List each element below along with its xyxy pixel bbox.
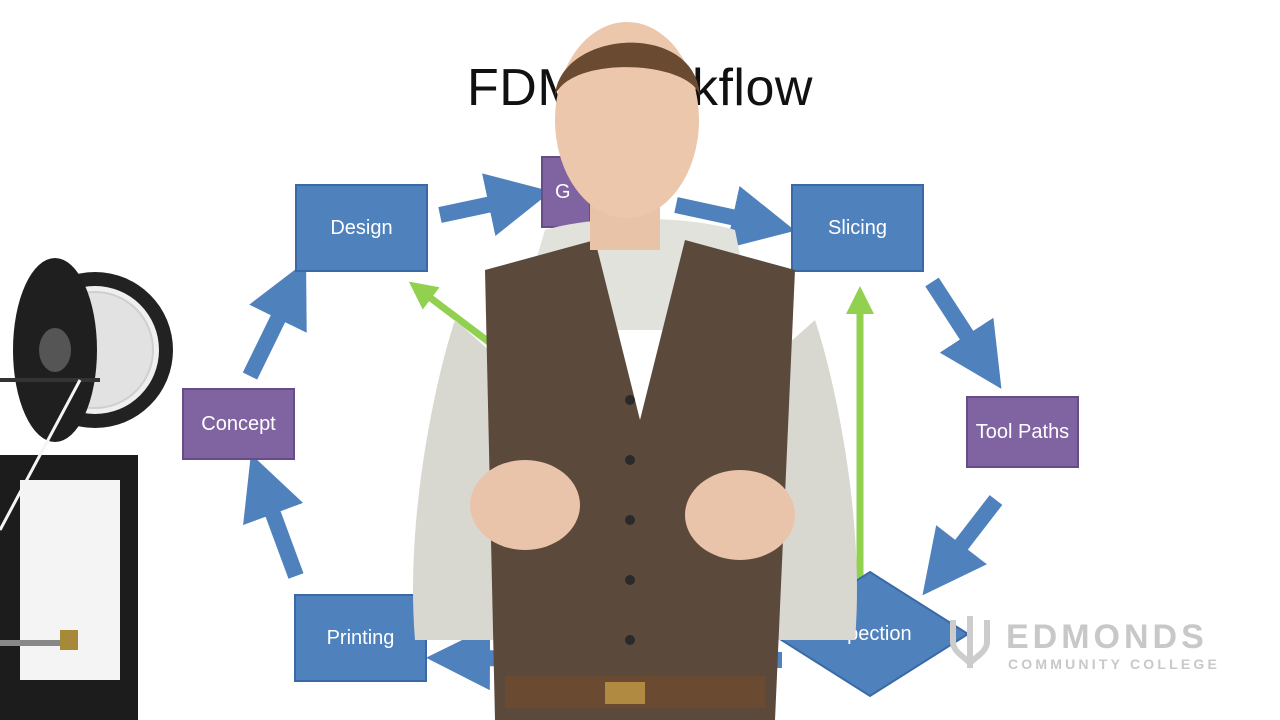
arrow-toolpaths-to-inspection <box>922 495 1003 596</box>
logo-subtitle: COMMUNITY COLLEGE <box>1008 656 1221 672</box>
logo-name: EDMONDS <box>1006 618 1208 656</box>
arrow-gcode-to-slicing <box>674 185 796 249</box>
node-concept: Concept <box>182 388 295 460</box>
presenter-image <box>413 22 857 720</box>
edmonds-logo-icon <box>950 616 990 670</box>
node-design: Design <box>295 184 428 272</box>
arrow-slicing-to-toolpaths <box>925 277 1002 389</box>
node-tool-paths: Tool Paths <box>966 396 1079 468</box>
3d-printer-image <box>0 258 173 720</box>
arrow-printing-to-concept <box>243 453 304 579</box>
arrow-design-to-gcode <box>438 173 552 236</box>
node-slicing: Slicing <box>791 184 924 272</box>
arrow-concept-to-design <box>242 261 307 380</box>
